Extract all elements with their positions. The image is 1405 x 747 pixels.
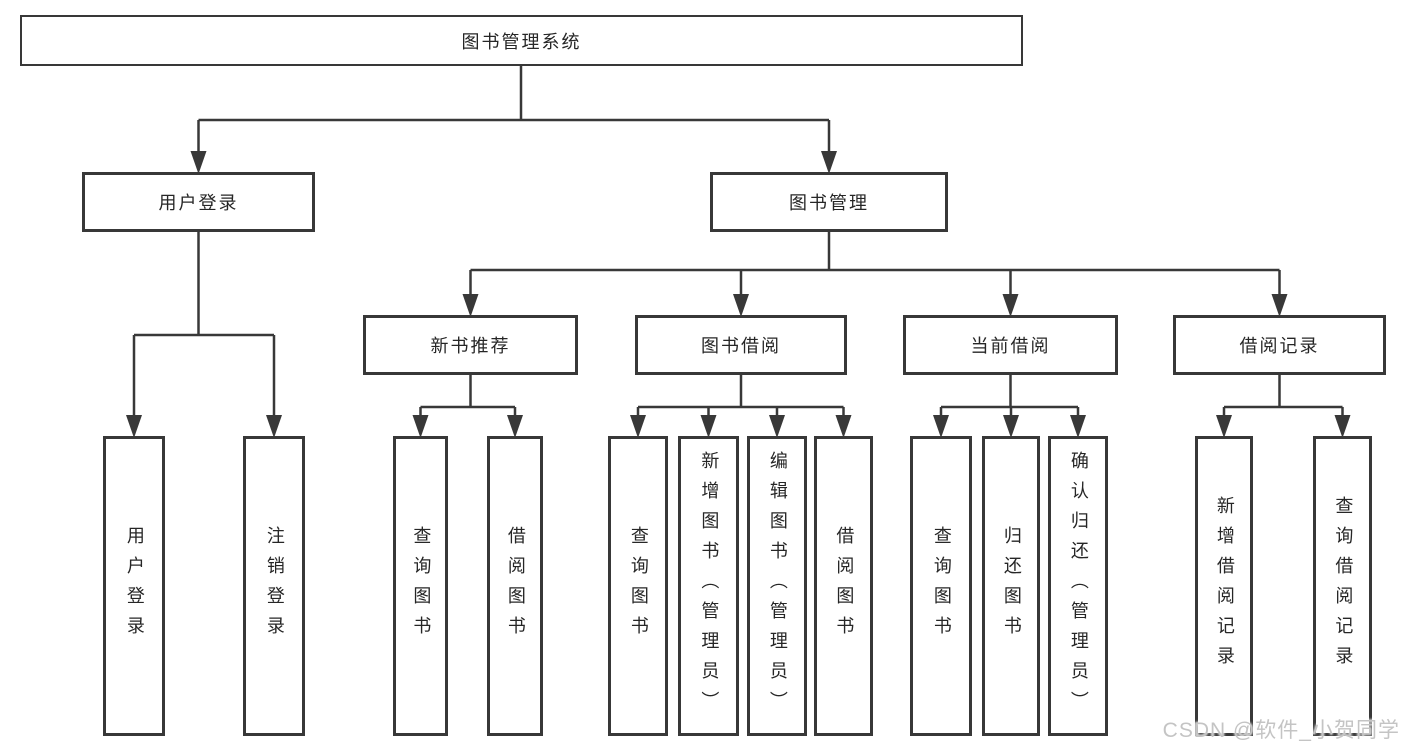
node-label: 借阅记录 [1239, 336, 1320, 356]
node-label: 图书借阅 [701, 336, 781, 356]
node-library-management-system: 图书管理系统 [20, 15, 1023, 66]
node-label: 注销登录 [264, 526, 285, 646]
node-label: 新增图书（管理员） [699, 451, 720, 721]
node-leaf-add-borrow-record: 新增借阅记录 [1195, 436, 1253, 736]
node-leaf-confirm-return-admin: 确认归还（管理员） [1048, 436, 1108, 736]
node-label: 用户登录 [124, 526, 145, 646]
node-label: 查询图书 [931, 526, 952, 646]
node-leaf-return-books: 归还图书 [982, 436, 1040, 736]
node-book-borrowing: 图书借阅 [635, 315, 847, 375]
node-leaf-query-books-recommend: 查询图书 [393, 436, 448, 736]
node-label: 归还图书 [1001, 526, 1022, 646]
node-label: 查询借阅记录 [1333, 496, 1354, 676]
node-label: 查询图书 [411, 526, 432, 646]
node-label: 新增借阅记录 [1214, 496, 1235, 676]
node-leaf-edit-book-admin: 编辑图书（管理员） [747, 436, 807, 736]
node-label: 新书推荐 [430, 336, 511, 356]
node-book-management: 图书管理 [710, 172, 948, 232]
node-leaf-user-login: 用户登录 [103, 436, 165, 736]
node-label: 当前借阅 [970, 336, 1051, 356]
node-label: 借阅图书 [505, 526, 526, 646]
node-label: 图书管理 [789, 193, 869, 213]
node-current-borrowing: 当前借阅 [903, 315, 1118, 375]
node-user-login: 用户登录 [82, 172, 315, 232]
node-label: 确认归还（管理员） [1068, 451, 1089, 721]
node-leaf-logout: 注销登录 [243, 436, 305, 736]
node-new-book-recommendation: 新书推荐 [363, 315, 578, 375]
node-borrowing-records: 借阅记录 [1173, 315, 1386, 375]
node-label: 编辑图书（管理员） [767, 451, 788, 721]
node-leaf-add-book-admin: 新增图书（管理员） [678, 436, 739, 736]
node-label: 查询图书 [628, 526, 649, 646]
csdn-watermark: CSDN @软件_小贺同学 [1162, 719, 1400, 742]
arrow-down-icons [126, 151, 1351, 438]
node-label: 用户登录 [158, 193, 239, 213]
node-label: 借阅图书 [834, 526, 855, 646]
node-leaf-query-books-current: 查询图书 [910, 436, 972, 736]
node-leaf-query-books-borrowing: 查询图书 [608, 436, 668, 736]
node-leaf-borrow-books-recommend: 借阅图书 [487, 436, 543, 736]
node-leaf-borrow-books: 借阅图书 [814, 436, 873, 736]
node-label: 图书管理系统 [461, 31, 582, 52]
node-leaf-query-borrow-record: 查询借阅记录 [1313, 436, 1372, 736]
